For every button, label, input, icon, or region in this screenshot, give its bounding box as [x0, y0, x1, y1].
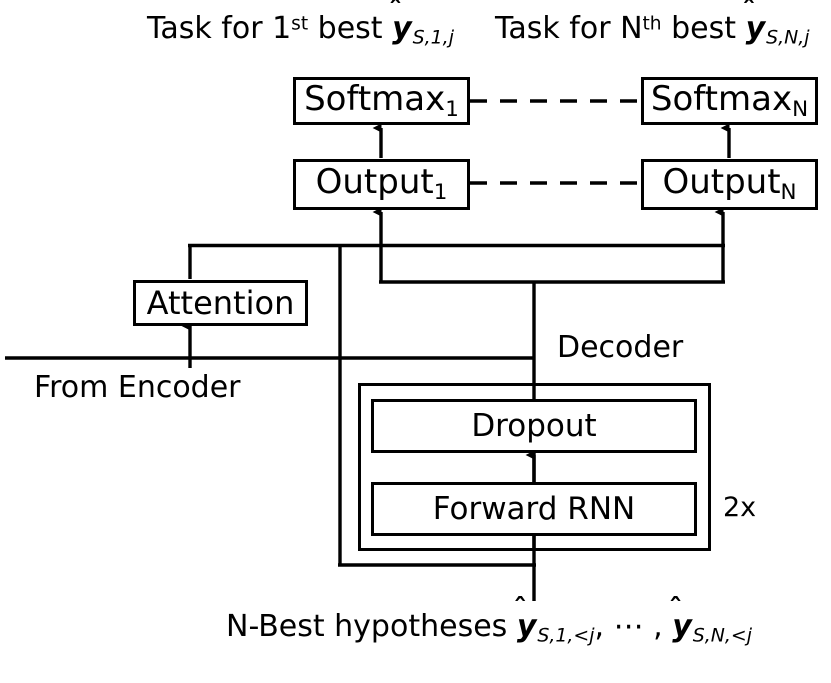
node-attention-label: Attention — [146, 284, 295, 322]
caption-subscript-1: S,1,<j — [537, 624, 595, 647]
node-dropout[interactable]: Dropout — [371, 399, 697, 453]
node-dropout-label: Dropout — [471, 407, 597, 444]
node-attention[interactable]: Attention — [133, 280, 308, 326]
label-from-encoder: From Encoder — [34, 370, 241, 405]
title-task-first-best: Task for 1st best ̂yS,1,j — [147, 14, 454, 47]
node-softmax-1[interactable]: Softmax1 — [293, 77, 470, 125]
caption-n-best-hypotheses: N-Best hypotheses ̂yS,1,<j, ⋯ , ̂yS,N,<j — [226, 612, 752, 645]
title-right-subscript: S,N,j — [766, 26, 810, 49]
node-forward-rnn-label: Forward RNN — [432, 490, 636, 527]
caption-prefix: N-Best hypotheses — [226, 609, 517, 644]
title-right-mid: best — [661, 11, 746, 46]
caption-variable-2: ̂y — [672, 609, 692, 644]
title-right-variable: ̂y — [745, 11, 766, 46]
node-softmax-n-label: SoftmaxN — [650, 78, 809, 122]
title-right-ordinal: th — [642, 13, 662, 35]
decoder-repeat-group — [358, 383, 711, 551]
title-left-subscript: S,1,j — [412, 26, 454, 49]
title-left-variable: ̂y — [392, 11, 412, 46]
label-repeat-count: 2x — [723, 492, 757, 523]
node-output-1[interactable]: Output1 — [293, 159, 470, 210]
caption-variable-1: ̂y — [516, 609, 537, 644]
label-decoder: Decoder — [557, 330, 684, 365]
node-softmax-1-label: Softmax1 — [304, 78, 459, 122]
title-right-prefix: Task for N — [495, 11, 643, 46]
node-output-1-label: Output1 — [315, 162, 448, 206]
node-softmax-n[interactable]: SoftmaxN — [641, 77, 818, 125]
title-left-mid: best — [308, 11, 393, 46]
title-task-nth-best: Task for Nth best ̂yS,N,j — [495, 14, 810, 47]
title-left-prefix: Task for 1 — [147, 11, 292, 46]
caption-separator: , ⋯ , — [594, 609, 673, 644]
title-left-ordinal: st — [291, 13, 309, 35]
node-output-n-label: OutputN — [662, 162, 797, 206]
node-output-n[interactable]: OutputN — [641, 159, 818, 210]
node-forward-rnn[interactable]: Forward RNN — [371, 482, 697, 536]
caption-subscript-2: S,N,<j — [692, 624, 752, 647]
